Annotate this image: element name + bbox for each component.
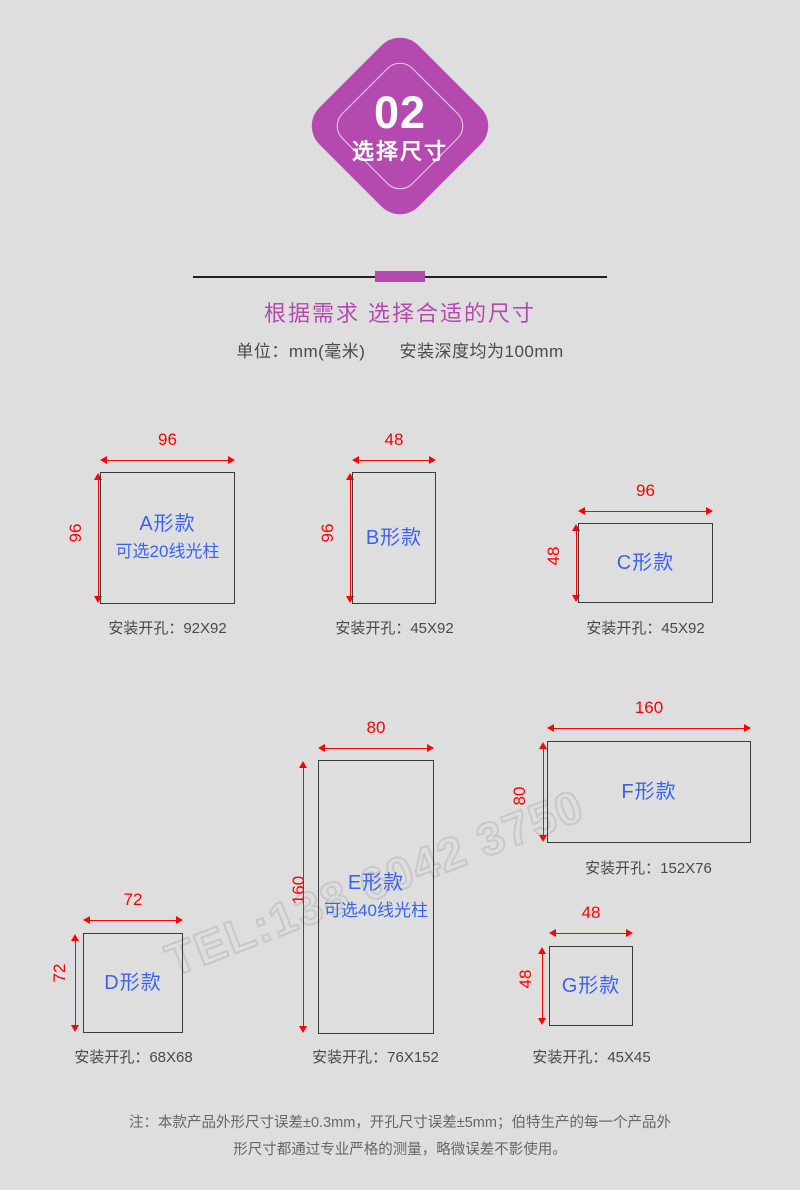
spec-b-caption: 安装开孔：45X92 <box>335 620 454 637</box>
spec-c-caption: 安装开孔：45X92 <box>586 620 705 637</box>
spec-e-title: E形款 <box>347 872 405 895</box>
spec-a-box: A形款 可选20线光柱 <box>100 472 235 604</box>
spec-g-title: G形款 <box>561 974 621 997</box>
spec-g-caption: 安装开孔：45X45 <box>532 1049 651 1066</box>
spec-g-width-label: 48 <box>581 903 601 922</box>
spec-a-height-label: 96 <box>66 523 85 543</box>
spec-c-width-arrow <box>578 507 713 516</box>
section-divider <box>193 271 607 283</box>
spec-b-width-arrow <box>352 456 436 465</box>
spec-g-height-arrow <box>538 947 547 1025</box>
unit-text: 单位：mm(毫米) <box>236 342 366 361</box>
spec-f-height-label: 80 <box>510 786 529 806</box>
spec-d-height-label: 72 <box>50 963 69 983</box>
spec-b-height-label: 96 <box>318 523 337 543</box>
footer-note-line1: 注：本款产品外形尺寸误差±0.3mm，开孔尺寸误差±5mm；伯特生产的每一个产品… <box>129 1115 671 1131</box>
spec-a-width-label: 96 <box>158 430 177 449</box>
spec-d-title: D形款 <box>104 971 162 994</box>
spec-e-width-label: 80 <box>366 718 386 737</box>
spec-e-note: 可选40线光柱 <box>324 901 428 921</box>
badge-text-group: 02 选择尺寸 <box>302 28 498 224</box>
spec-e-width-arrow <box>318 744 434 753</box>
section-subheading: 单位：mm(毫米) 安装深度均为100mm <box>0 337 800 362</box>
spec-f-height-arrow <box>539 742 548 842</box>
spec-c-width-label: 96 <box>636 481 655 500</box>
spec-d-height-arrow <box>71 934 80 1032</box>
spec-a-width-arrow <box>100 456 235 465</box>
spec-b-width-label: 48 <box>384 430 404 449</box>
spec-f-width-arrow <box>547 724 751 733</box>
spec-c-title: C形款 <box>616 551 675 574</box>
spec-a-title: A形款 <box>139 513 196 536</box>
spec-f-box: F形款 <box>547 741 751 843</box>
spec-b-height-arrow <box>346 473 355 603</box>
section-heading: 根据需求 选择合适的尺寸 <box>263 301 537 326</box>
spec-f-width-label: 160 <box>634 698 664 717</box>
spec-f-caption: 安装开孔：152X76 <box>585 860 712 877</box>
spec-b-title: B形款 <box>365 526 423 549</box>
badge-step-title: 选择尺寸 <box>351 138 448 164</box>
spec-c-height-arrow <box>572 524 581 602</box>
spec-b-box: B形款 <box>352 472 436 604</box>
spec-g-box: G形款 <box>549 946 633 1026</box>
spec-a-caption: 安装开孔：92X92 <box>108 620 227 637</box>
spec-a-note: 可选20线光柱 <box>115 542 220 562</box>
spec-d-width-label: 72 <box>123 890 143 909</box>
depth-text: 安装深度均为100mm <box>399 342 564 361</box>
spec-f-title: F形款 <box>621 780 677 803</box>
step-badge: 02 选择尺寸 <box>301 27 499 225</box>
spec-e-height-arrow <box>299 761 308 1033</box>
spec-e-box: E形款 可选40线光柱 <box>318 760 434 1034</box>
badge-step-number: 02 <box>373 86 427 138</box>
footer-note: 注：本款产品外形尺寸误差±0.3mm，开孔尺寸误差±5mm；伯特生产的每一个产品… <box>90 1110 710 1164</box>
footer-note-line2: 形尺寸都通过专业严格的测量，略微误差不影使用。 <box>233 1141 567 1158</box>
spec-d-width-arrow <box>83 916 183 925</box>
spec-g-height-label: 48 <box>516 969 535 989</box>
spec-a-height-arrow <box>94 473 103 603</box>
divider-accent-chip <box>375 271 425 282</box>
spec-e-caption: 安装开孔：76X152 <box>312 1049 439 1066</box>
spec-c-box: C形款 <box>578 523 713 603</box>
spec-c-height-label: 48 <box>544 546 563 566</box>
spec-d-caption: 安装开孔：68X68 <box>74 1049 193 1066</box>
spec-g-width-arrow <box>549 929 633 938</box>
spec-d-box: D形款 <box>83 933 183 1033</box>
